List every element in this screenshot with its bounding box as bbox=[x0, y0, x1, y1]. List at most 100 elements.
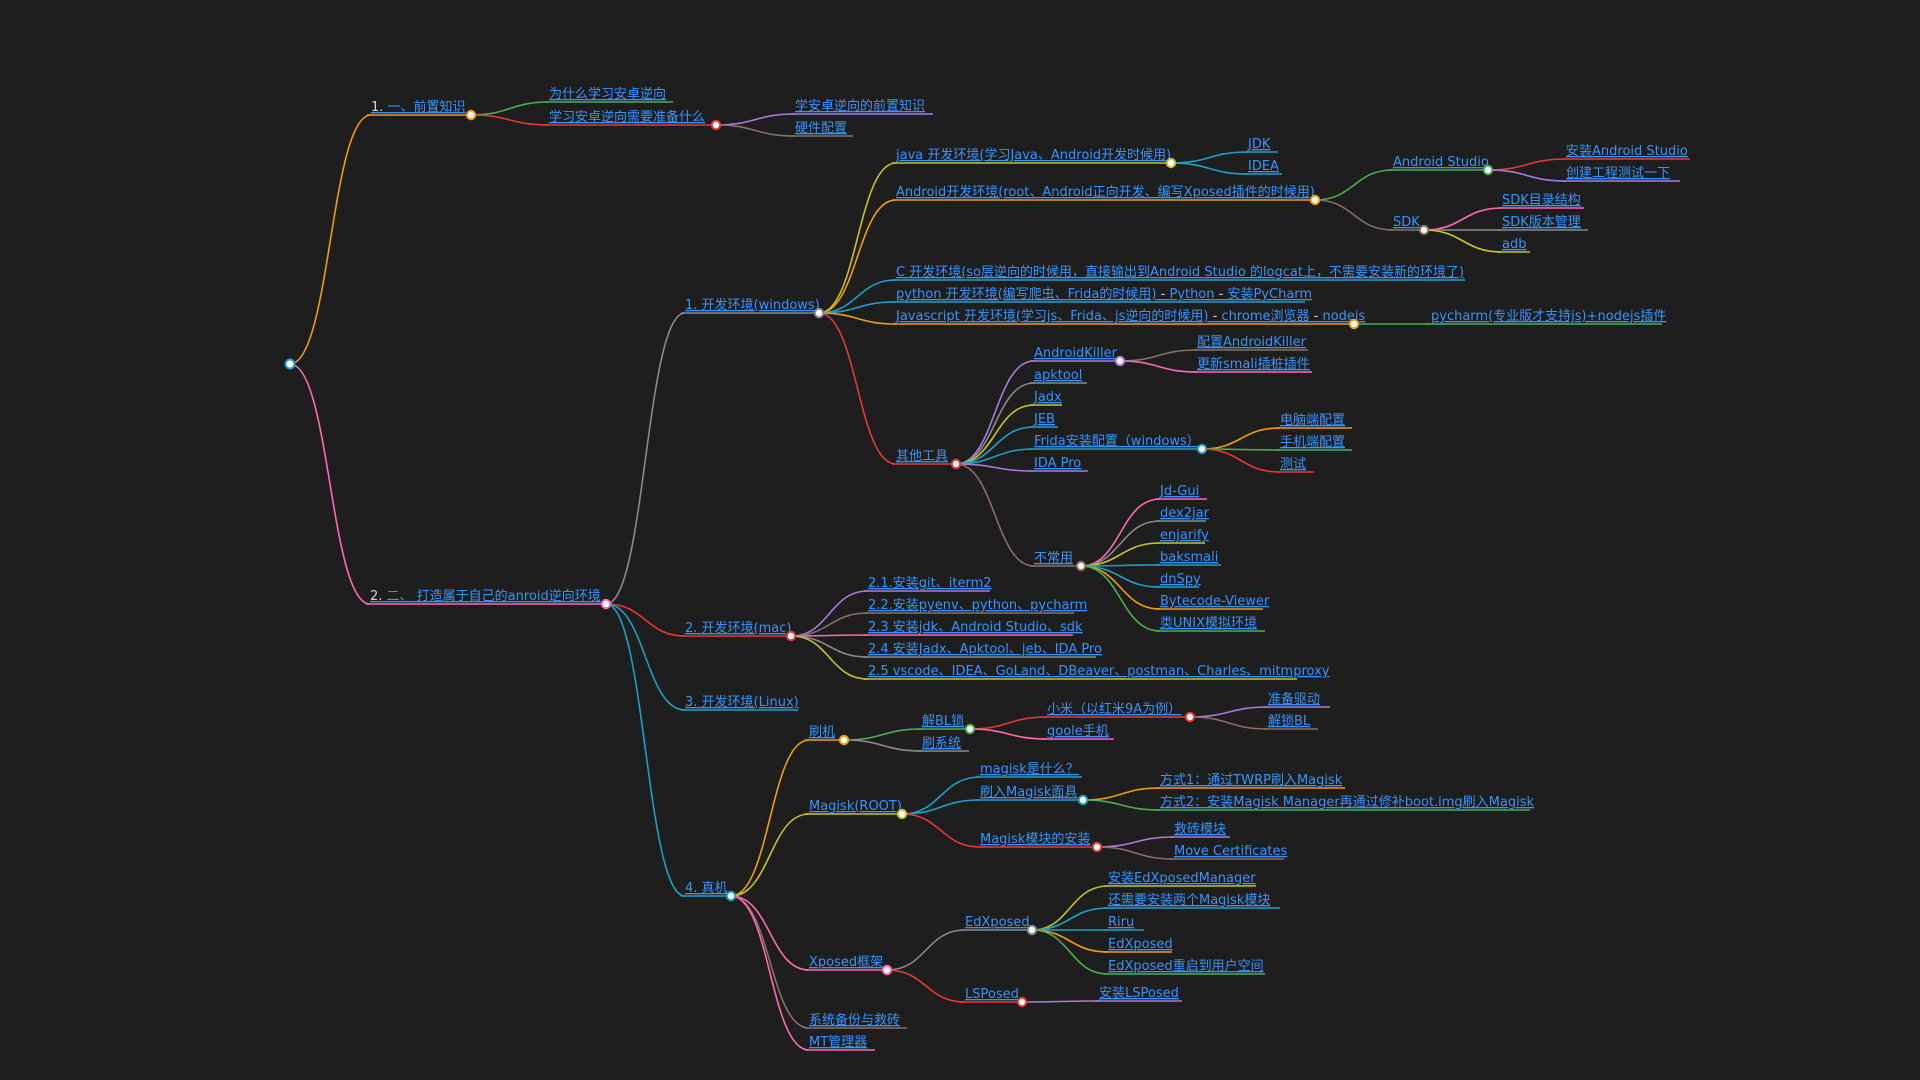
node-m3-label[interactable]: 2.3 安装jdk、Android Studio、sdk bbox=[868, 620, 1083, 635]
node-r2c-label[interactable]: Magisk模块的安装 bbox=[980, 831, 1090, 847]
root-node[interactable] bbox=[284, 358, 296, 370]
collapse-toggle-n1b[interactable] bbox=[710, 119, 722, 131]
node-m1[interactable]: 2.1.安装git、iterm2 bbox=[868, 576, 992, 591]
node-w6e1-label[interactable]: 电脑端配置 bbox=[1280, 413, 1345, 428]
node-m5[interactable]: 2.5 vscode、IDEA、GoLand、DBeaver、postman、C… bbox=[868, 664, 1330, 679]
node-w3[interactable]: C 开发环境(so层逆向的时候用，直接输出到Android Studio 的lo… bbox=[896, 264, 1464, 280]
collapse-toggle-w2a[interactable] bbox=[1482, 164, 1494, 176]
node-w6c[interactable]: Jadx bbox=[1033, 390, 1062, 405]
node-r2b2-label[interactable]: 方式2：安装Magisk Manager再通过修补boot.img刷入Magis… bbox=[1160, 794, 1534, 810]
node-r3[interactable]: Xposed框架 bbox=[809, 955, 883, 970]
node-r3b1[interactable]: 安装LSPosed bbox=[1099, 986, 1179, 1001]
node-r3a1-label[interactable]: 安装EdXposedManager bbox=[1108, 871, 1256, 886]
node-r1a1b[interactable]: 解锁BL bbox=[1268, 713, 1311, 729]
collapse-toggle-w2b[interactable] bbox=[1418, 224, 1430, 236]
node-w6g2-label[interactable]: dex2jar bbox=[1160, 506, 1210, 521]
collapse-toggle-r3a[interactable] bbox=[1026, 924, 1038, 936]
node-w6[interactable]: 其他工具 bbox=[896, 449, 948, 464]
collapse-toggle-r2b[interactable] bbox=[1077, 794, 1089, 806]
node-w2a1-label[interactable]: 安装Android Studio bbox=[1566, 144, 1688, 159]
node-m4[interactable]: 2.4 安装Jadx、Apktool、jeb、IDA Pro bbox=[868, 642, 1102, 657]
node-n1[interactable]: 1. 一、前置知识 bbox=[371, 99, 466, 115]
collapse-toggle-r3[interactable] bbox=[881, 964, 893, 976]
node-w5-part-2[interactable]: chrome浏览器 bbox=[1221, 308, 1309, 324]
node-r2c[interactable]: Magisk模块的安装 bbox=[980, 831, 1090, 847]
node-w6g1[interactable]: Jd-Gui bbox=[1159, 484, 1199, 499]
node-w2a2-label[interactable]: 创建工程测试一下 bbox=[1566, 166, 1670, 181]
node-w6d[interactable]: JEB bbox=[1033, 412, 1055, 427]
node-r3a4-label[interactable]: EdXposed bbox=[1108, 937, 1173, 952]
node-r4-label[interactable]: 系统备份与救砖 bbox=[809, 1012, 900, 1028]
collapse-toggle-r1a1[interactable] bbox=[1184, 711, 1196, 723]
node-w2a2[interactable]: 创建工程测试一下 bbox=[1566, 166, 1670, 181]
node-n1b-label[interactable]: 学习安卓逆向需要准备什么 bbox=[549, 109, 705, 125]
node-r2c2[interactable]: Move Certificates bbox=[1174, 844, 1288, 859]
node-w6g1-label[interactable]: Jd-Gui bbox=[1159, 484, 1199, 499]
collapse-toggle-w5[interactable] bbox=[1348, 318, 1360, 330]
node-w5-part-0[interactable]: Javascript 开发环境(学习js、Frida、js逆向的时候用) bbox=[895, 308, 1208, 324]
node-w6d-label[interactable]: JEB bbox=[1033, 412, 1055, 427]
node-w6e-label[interactable]: Frida安装配置（windows） bbox=[1034, 434, 1200, 449]
node-r1a1b-label[interactable]: 解锁BL bbox=[1268, 713, 1311, 729]
node-w6e1[interactable]: 电脑端配置 bbox=[1280, 413, 1345, 428]
node-w6g5-label[interactable]: dnSpy bbox=[1160, 572, 1201, 587]
node-m2-label[interactable]: 2.2.安装pyenv、python、pycharm bbox=[868, 598, 1087, 613]
node-w6a2[interactable]: 更新smali插桩插件 bbox=[1197, 356, 1310, 372]
node-r1b-label[interactable]: 刷系统 bbox=[922, 736, 961, 751]
node-w6e3[interactable]: 测试 bbox=[1280, 457, 1306, 472]
collapse-toggle-r1a[interactable] bbox=[964, 723, 976, 735]
node-w2b3[interactable]: adb bbox=[1502, 237, 1526, 252]
node-w5a[interactable]: pycharm(专业版才支持js)+nodejs插件 bbox=[1431, 309, 1666, 324]
node-n1a-label[interactable]: 为什么学习安卓逆向 bbox=[549, 86, 666, 102]
node-w6e2-label[interactable]: 手机端配置 bbox=[1280, 435, 1345, 450]
node-r3a3-label[interactable]: Riru bbox=[1108, 915, 1134, 930]
node-n1b1-label[interactable]: 学安卓逆向的前置知识 bbox=[795, 98, 925, 114]
node-w4-part-4[interactable]: 安装PyCharm bbox=[1227, 287, 1312, 302]
node-r1a1-label[interactable]: 小米（以红米9A为例） bbox=[1047, 701, 1181, 717]
node-r2c1[interactable]: 救砖模块 bbox=[1174, 821, 1226, 837]
node-w2b[interactable]: SDK bbox=[1393, 215, 1420, 230]
node-r1a[interactable]: 解BL锁 bbox=[922, 713, 964, 729]
node-w2-label[interactable]: Android开发环境(root、Android正向开发、编写Xposed插件的… bbox=[896, 184, 1315, 200]
node-w4-part-2[interactable]: Python bbox=[1169, 287, 1214, 302]
node-w2[interactable]: Android开发环境(root、Android正向开发、编写Xposed插件的… bbox=[896, 184, 1315, 200]
node-r2b1-label[interactable]: 方式1：通过TWRP刷入Magisk bbox=[1160, 772, 1343, 788]
node-w1a[interactable]: JDK bbox=[1247, 137, 1271, 152]
collapse-toggle-r2c[interactable] bbox=[1091, 841, 1103, 853]
node-w4-part-0[interactable]: python 开发环境(编写爬虫、Frida的时候用) bbox=[896, 286, 1156, 302]
node-w6g2[interactable]: dex2jar bbox=[1160, 506, 1210, 521]
node-n1-label[interactable]: 一、前置知识 bbox=[388, 99, 466, 115]
node-n2[interactable]: 2. 二、 打造属于自己的anroid逆向环境 bbox=[370, 588, 601, 604]
node-w6g5[interactable]: dnSpy bbox=[1160, 572, 1201, 587]
node-r3a[interactable]: EdXposed bbox=[965, 915, 1030, 930]
node-w2a[interactable]: Android Studio bbox=[1393, 155, 1489, 170]
node-w6f-label[interactable]: IDA Pro bbox=[1034, 456, 1081, 471]
node-w6a1[interactable]: 配置AndroidKiller bbox=[1197, 335, 1307, 350]
node-w6g6-label[interactable]: Bytecode-Viewer bbox=[1160, 594, 1270, 609]
node-w3-label[interactable]: C 开发环境(so层逆向的时候用，直接输出到Android Studio 的lo… bbox=[896, 264, 1464, 280]
node-r1[interactable]: 刷机 bbox=[809, 725, 835, 740]
node-w6b[interactable]: apktool bbox=[1034, 368, 1082, 383]
node-w1-label[interactable]: java 开发环境(学习Java、Android开发时候用) bbox=[895, 147, 1171, 163]
collapse-toggle-w6a[interactable] bbox=[1114, 355, 1126, 367]
node-r2-label[interactable]: Magisk(ROOT) bbox=[809, 799, 902, 814]
node-l[interactable]: 3. 开发环境(Linux) bbox=[685, 694, 799, 710]
node-r4[interactable]: 系统备份与救砖 bbox=[809, 1012, 900, 1028]
node-r3a4[interactable]: EdXposed bbox=[1108, 937, 1173, 952]
node-r2c2-label[interactable]: Move Certificates bbox=[1174, 844, 1288, 859]
node-w2a-label[interactable]: Android Studio bbox=[1393, 155, 1489, 170]
node-w6g[interactable]: 不常用 bbox=[1034, 551, 1073, 566]
node-w1a-label[interactable]: JDK bbox=[1247, 137, 1271, 152]
node-r5[interactable]: MT管理器 bbox=[809, 1035, 867, 1050]
node-r[interactable]: 4. 真机 bbox=[685, 881, 728, 896]
node-n2-label[interactable]: 二、 打造属于自己的anroid逆向环境 bbox=[387, 588, 601, 604]
node-w6g7[interactable]: 类UNIX模拟环境 bbox=[1160, 616, 1257, 631]
node-n1b2-label[interactable]: 硬件配置 bbox=[795, 121, 847, 136]
node-w6g7-label[interactable]: 类UNIX模拟环境 bbox=[1160, 616, 1257, 631]
node-w1b-label[interactable]: IDEA bbox=[1248, 159, 1279, 174]
node-r3b[interactable]: LSPosed bbox=[965, 987, 1019, 1002]
node-w6g-label[interactable]: 不常用 bbox=[1034, 551, 1073, 566]
node-w2b2-label[interactable]: SDK版本管理 bbox=[1502, 215, 1581, 230]
node-w6e2[interactable]: 手机端配置 bbox=[1280, 435, 1345, 450]
node-w6c-label[interactable]: Jadx bbox=[1033, 390, 1062, 405]
